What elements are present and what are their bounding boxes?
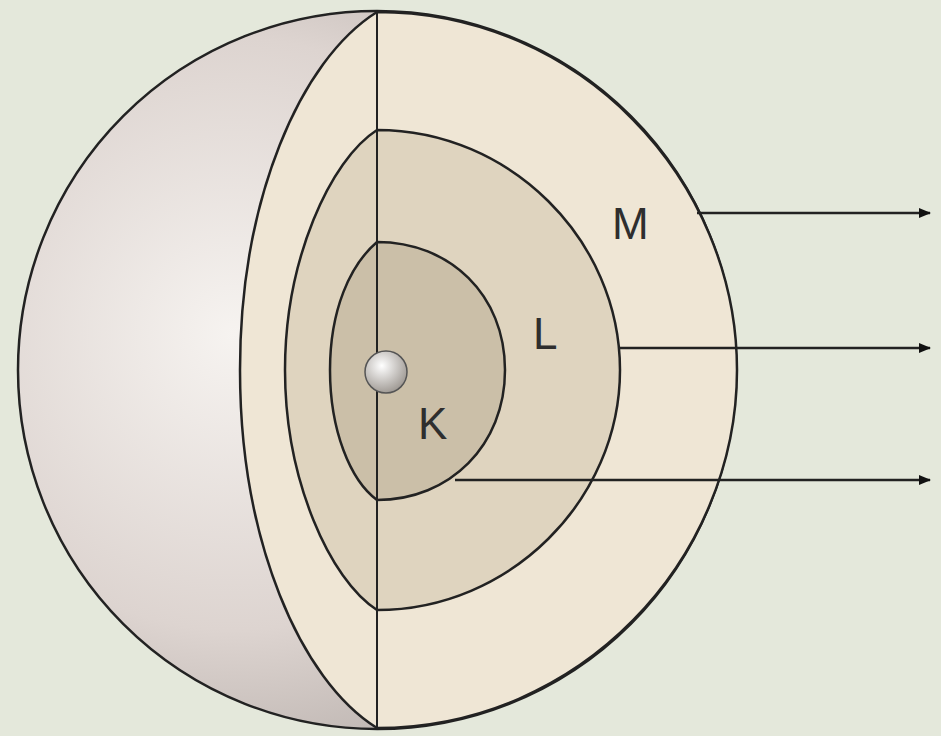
shell-label: M xyxy=(612,202,649,246)
sphere-surface xyxy=(18,11,736,729)
shell-l xyxy=(285,130,620,610)
arrow-m xyxy=(697,212,930,215)
nucleus xyxy=(365,351,407,393)
shell-m xyxy=(240,12,737,728)
arrow-l xyxy=(620,347,930,350)
arrow-k xyxy=(455,479,930,482)
shell-k xyxy=(330,242,505,500)
shell-label: L xyxy=(533,312,557,356)
shell-label: K xyxy=(418,402,447,446)
